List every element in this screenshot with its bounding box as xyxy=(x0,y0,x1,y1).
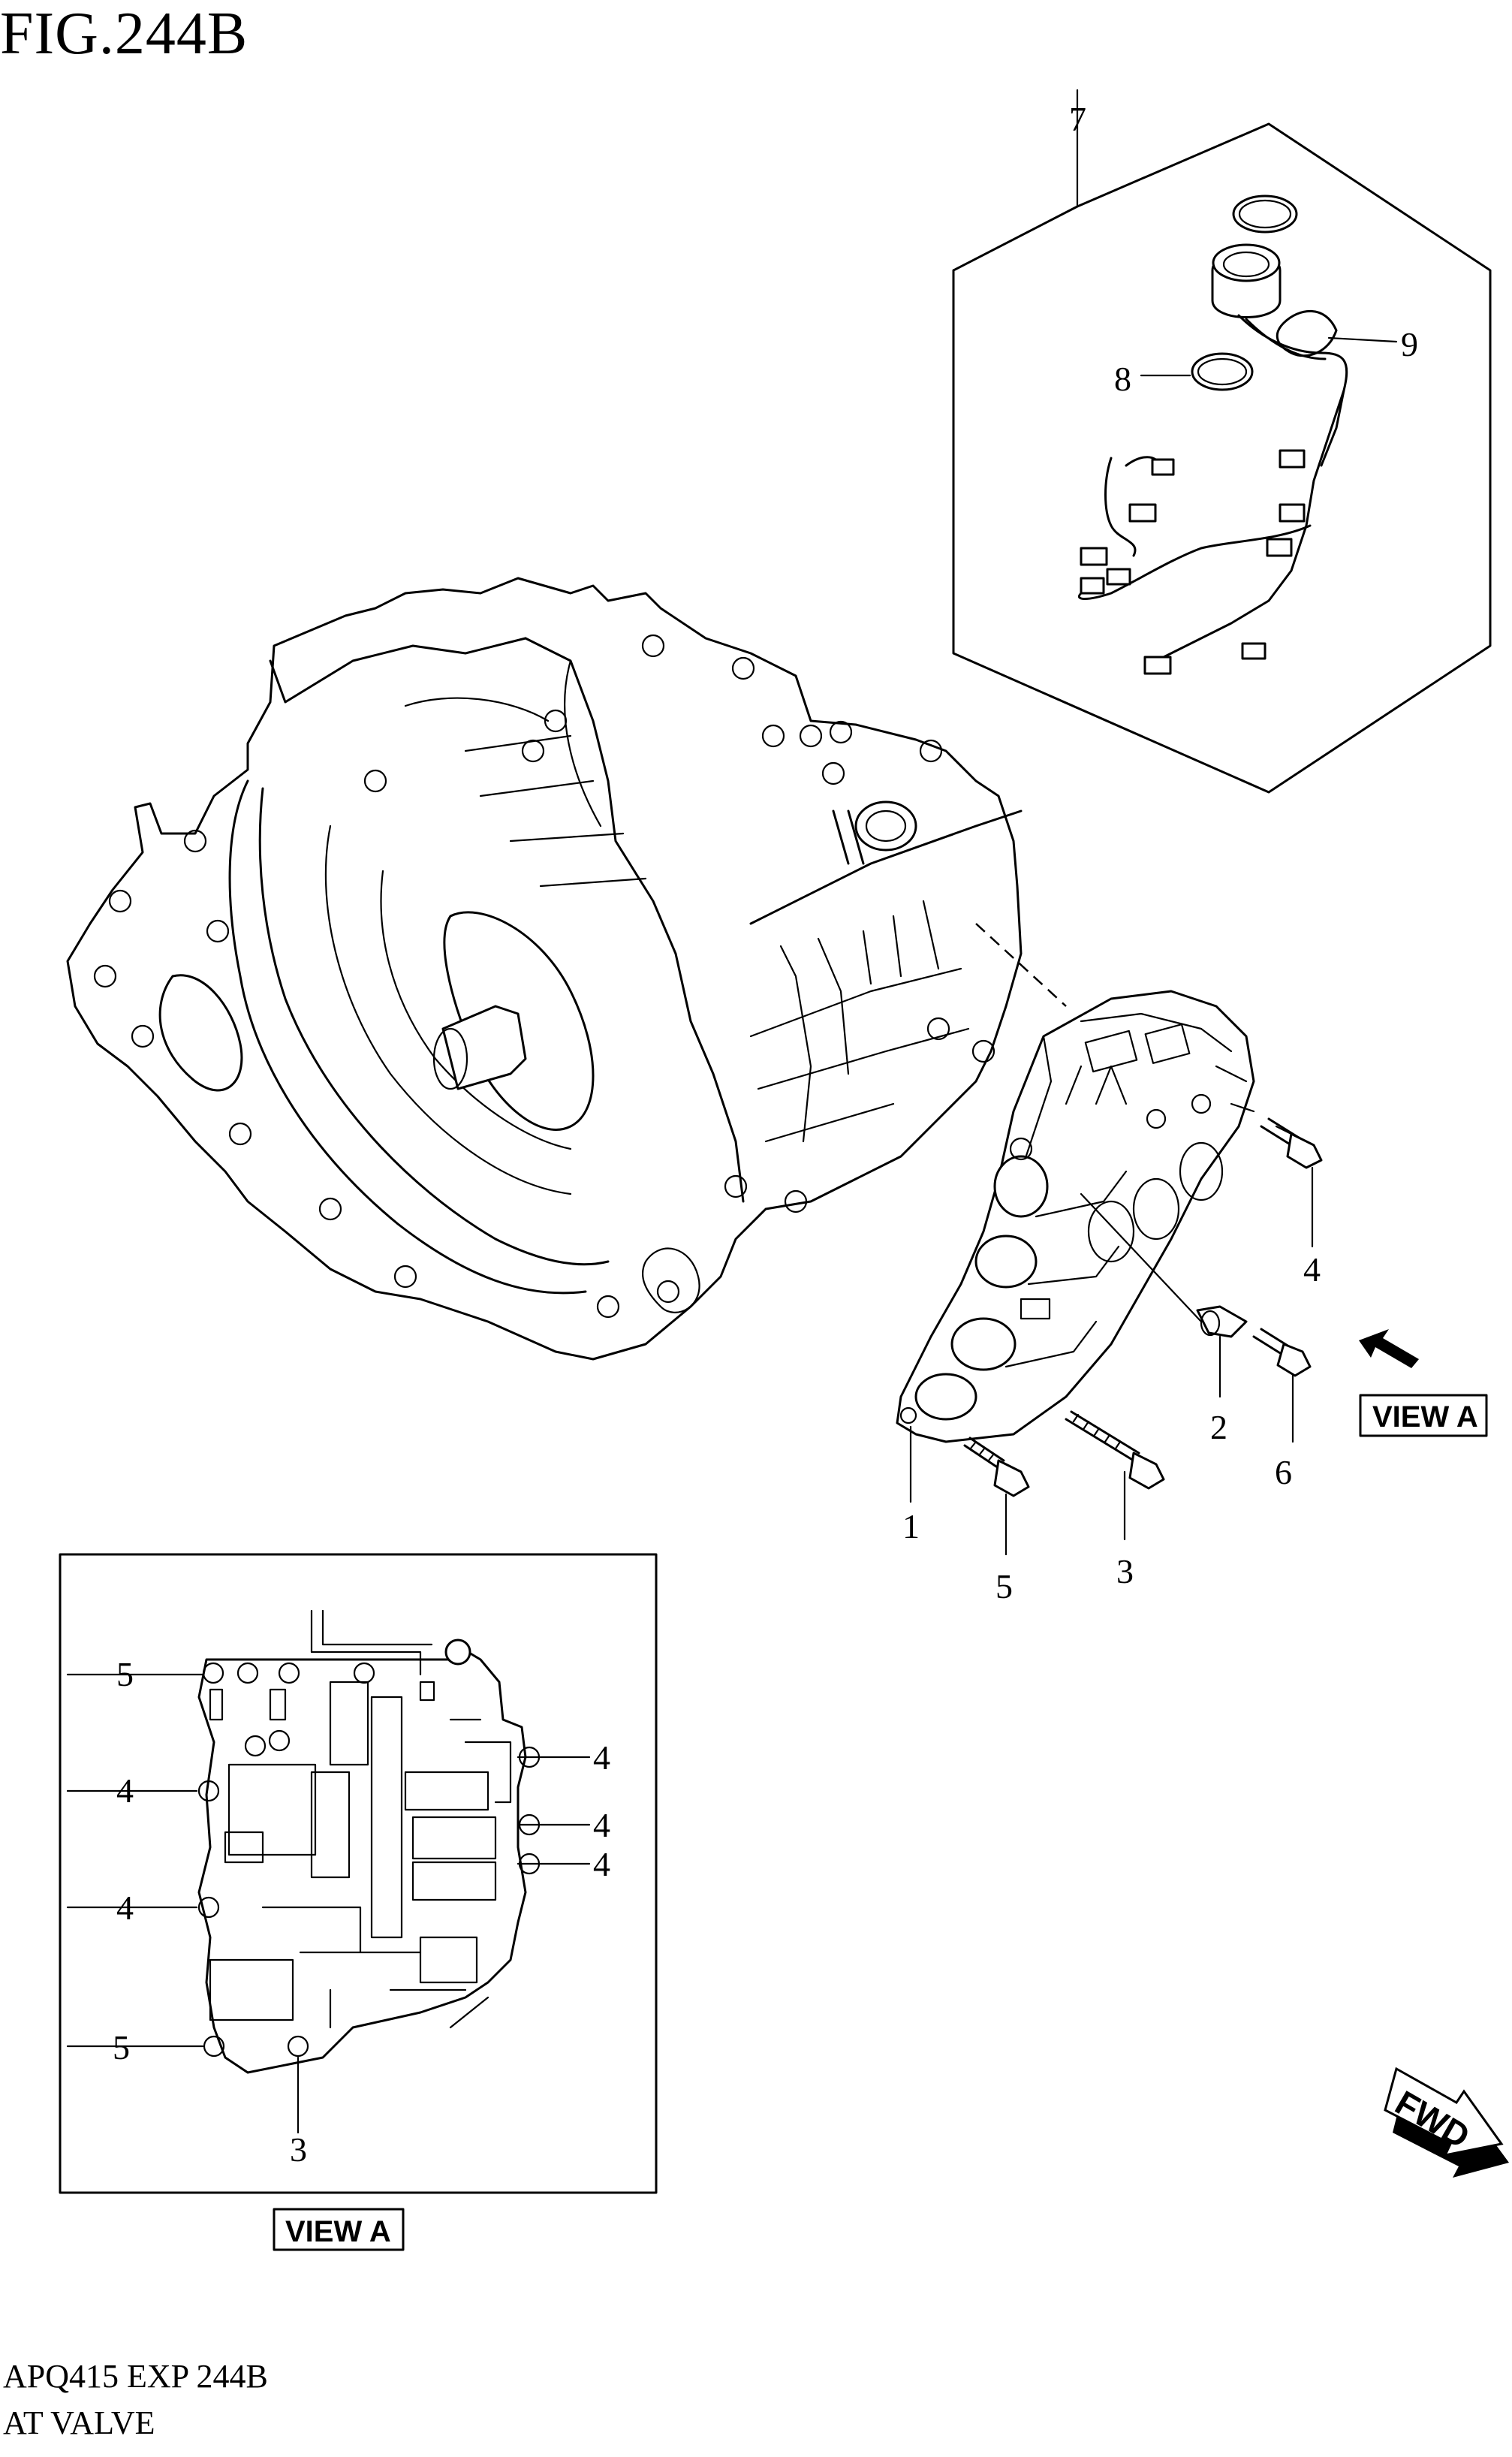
view-a-arrow-icon xyxy=(1359,1329,1419,1368)
view-a-inset-label-box xyxy=(273,2208,405,2251)
callout-9: 9 xyxy=(1401,325,1418,363)
callout-5: 5 xyxy=(995,1567,1013,1605)
callout-1: 1 xyxy=(902,1507,920,1545)
callout-8: 8 xyxy=(1114,360,1131,398)
bolt-part-4-top xyxy=(1260,1117,1323,1169)
view-a-inset-label: VIEW A xyxy=(285,2215,391,2248)
transmission-case xyxy=(66,577,1067,1361)
view-a-inset xyxy=(59,1553,658,2194)
figure-code: APQ415 EXP 244B xyxy=(3,2358,268,2395)
bolt-part-5 xyxy=(963,1437,1030,1497)
callout-7: 7 xyxy=(1069,100,1086,138)
callout-2: 2 xyxy=(1210,1408,1227,1446)
harness-kit-hexagon xyxy=(952,89,1492,794)
inset-callout-4-left-b: 4 xyxy=(116,1889,134,1927)
inset-callout-5-top: 5 xyxy=(116,1655,134,1693)
valve-body-assembly xyxy=(896,990,1255,1443)
figure-title: FIG.244B xyxy=(0,1,248,67)
callout-3: 3 xyxy=(1116,1552,1134,1590)
inset-callout-4-left-a: 4 xyxy=(116,1771,134,1810)
figure-name: AT VALVE xyxy=(3,2404,155,2441)
view-a-label-box xyxy=(1359,1394,1488,1437)
inset-callout-4-right-c: 4 xyxy=(593,1845,610,1883)
inset-callout-5-bottom: 5 xyxy=(113,2028,130,2067)
callout-6: 6 xyxy=(1275,1453,1292,1491)
bolt-part-6 xyxy=(1252,1328,1312,1377)
fwd-arrow-icon: FWD xyxy=(1384,2067,1509,2178)
leader-lines xyxy=(909,1166,1314,1556)
inset-callout-4-right-a: 4 xyxy=(593,1738,610,1777)
bolt-part-3 xyxy=(1065,1410,1165,1490)
inset-callout-3: 3 xyxy=(290,2130,307,2169)
view-a-label: VIEW A xyxy=(1372,1400,1478,1434)
inset-callout-4-right-b: 4 xyxy=(593,1806,610,1844)
pin-part-2 xyxy=(1080,1192,1248,1338)
callout-4: 4 xyxy=(1303,1250,1321,1289)
